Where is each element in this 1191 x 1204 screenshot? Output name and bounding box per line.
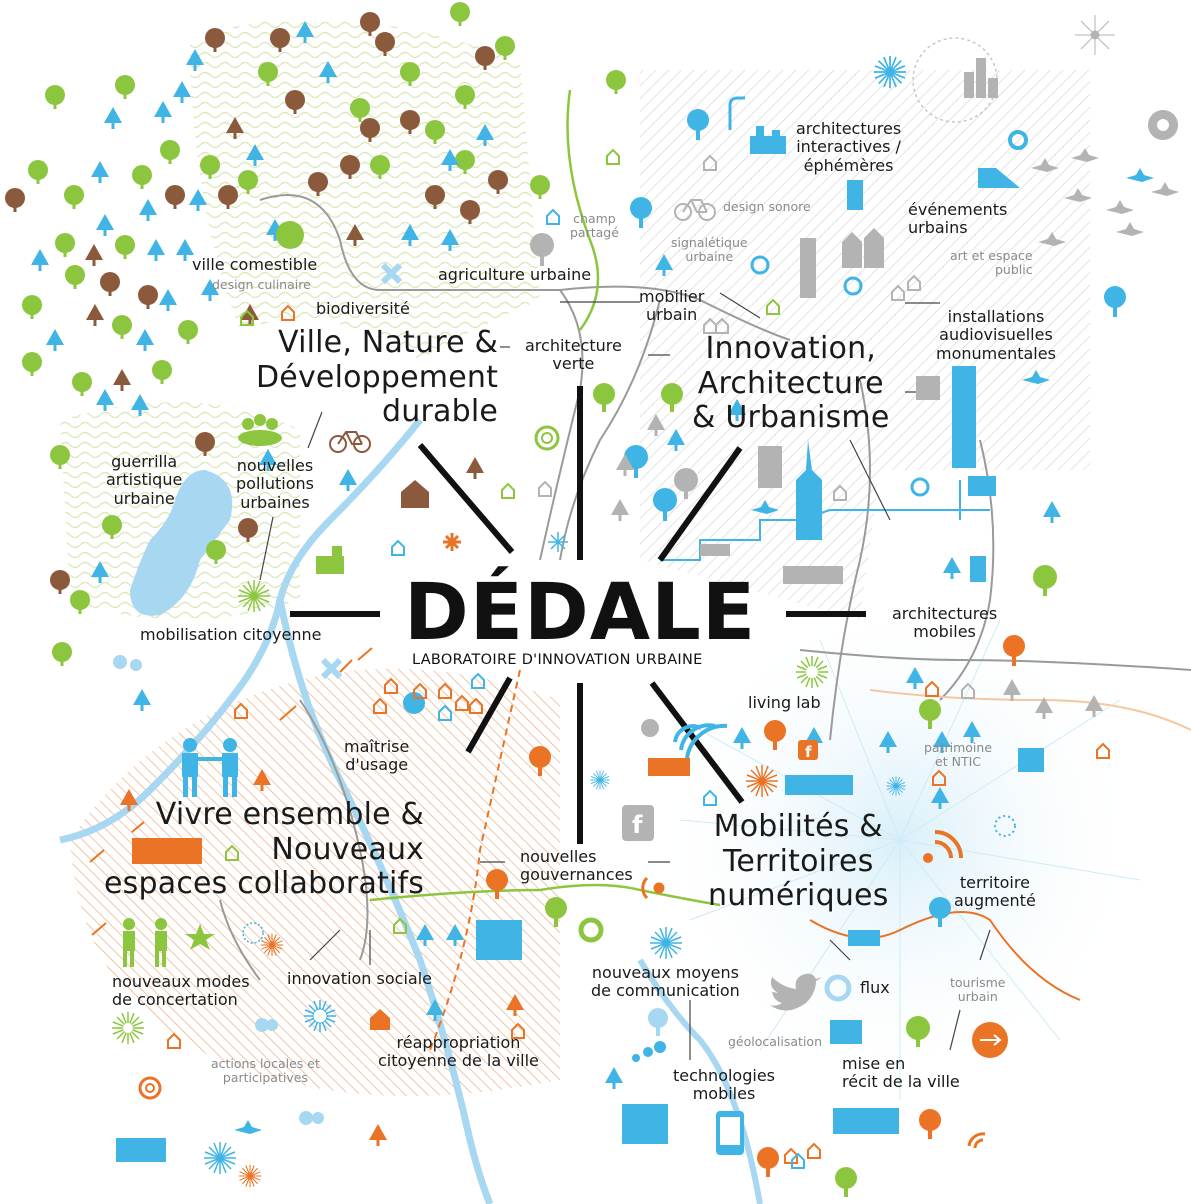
page-subtitle: LABORATOIRE D'INNOVATION URBAINE (412, 652, 703, 668)
label-patrimoine-ntic: patrimoine et NTIC (924, 740, 993, 770)
label-ville-comestible: ville comestible (192, 255, 318, 274)
bicycle-icon (329, 431, 371, 453)
theme-nature-heading: Ville, Nature & Développement durable (256, 325, 499, 429)
label-nouvelles-pollutions: nouvelles pollutions urbaines (236, 456, 314, 512)
facebook-icon: f (622, 805, 654, 841)
label-guerrilla: guerrilla artistique urbaine (106, 452, 183, 508)
label-art-espace-public: art et espace public (950, 248, 1033, 278)
label-architectures-interactives: architectures interactives / éphémères (796, 119, 902, 175)
label-geolocalisation: géolocalisation (728, 1034, 822, 1049)
label-installations-audiovisuelles: installations audiovisuelles monumentale… (936, 307, 1056, 363)
label-design-culinaire: design culinaire (212, 277, 311, 292)
facebook-icon: f (798, 740, 818, 761)
label-territoire-augmente: territoire augmenté (954, 873, 1036, 911)
bicycle-icon (674, 199, 716, 221)
label-actions-locales: actions locales et participatives (211, 1056, 320, 1086)
label-design-sonore: design sonore (723, 199, 811, 214)
usb-icon (972, 1022, 1008, 1058)
building-icon (964, 58, 998, 98)
label-architecture-verte: architecture verte (525, 336, 622, 374)
label-evenements-urbains: événements urbains (908, 200, 1008, 238)
twitter-icon (770, 973, 822, 1011)
label-innovation-sociale: innovation sociale (287, 969, 432, 988)
label-reappropriation: réappropriation citoyenne de la ville (378, 1033, 539, 1071)
label-nouveaux-moyens: nouveaux moyens de communication (591, 963, 740, 1001)
building-icon (750, 126, 786, 154)
label-nouveaux-modes: nouveaux modes de concertation (112, 972, 250, 1010)
label-flux: flux (860, 978, 890, 997)
page-title: DÉDALE (404, 568, 757, 658)
smartphone-icon (716, 1111, 744, 1155)
label-champ-partage: champ partagé (570, 211, 619, 241)
label-nouvelles-gouvernances: nouvelles gouvernances (520, 847, 633, 885)
svg-text:f: f (632, 811, 643, 839)
theme-innovation-heading: Innovation, Architecture & Urbanisme (692, 331, 890, 435)
label-biodiversite: biodiversité (316, 299, 410, 318)
people-icon (123, 918, 167, 967)
label-architectures-mobiles: architectures mobiles (892, 604, 998, 642)
svg-text:f: f (805, 743, 812, 761)
label-agriculture-urbaine: agriculture urbaine (438, 265, 592, 284)
wifi-icon (673, 723, 728, 759)
label-mise-en-recit: mise en récit de la ville (842, 1054, 960, 1092)
label-living-lab: living lab (748, 693, 821, 712)
label-mobilier-urbain: mobilier urbain (639, 287, 705, 325)
label-signaletique-urbaine: signalétique urbaine (671, 235, 748, 265)
label-mobilisation-citoyenne: mobilisation citoyenne (140, 625, 322, 644)
theme-mobilites-heading: Mobilités & Territoires numériques (708, 809, 889, 913)
label-tourisme-urbain: tourisme urbain (950, 975, 1006, 1005)
people-icon (182, 738, 238, 797)
label-maitrise-usage: maîtrise d'usage (344, 737, 410, 775)
theme-vivre-heading: Vivre ensemble & Nouveaux espaces collab… (104, 797, 425, 901)
label-technologies-mobiles: technologies mobiles (673, 1066, 775, 1104)
